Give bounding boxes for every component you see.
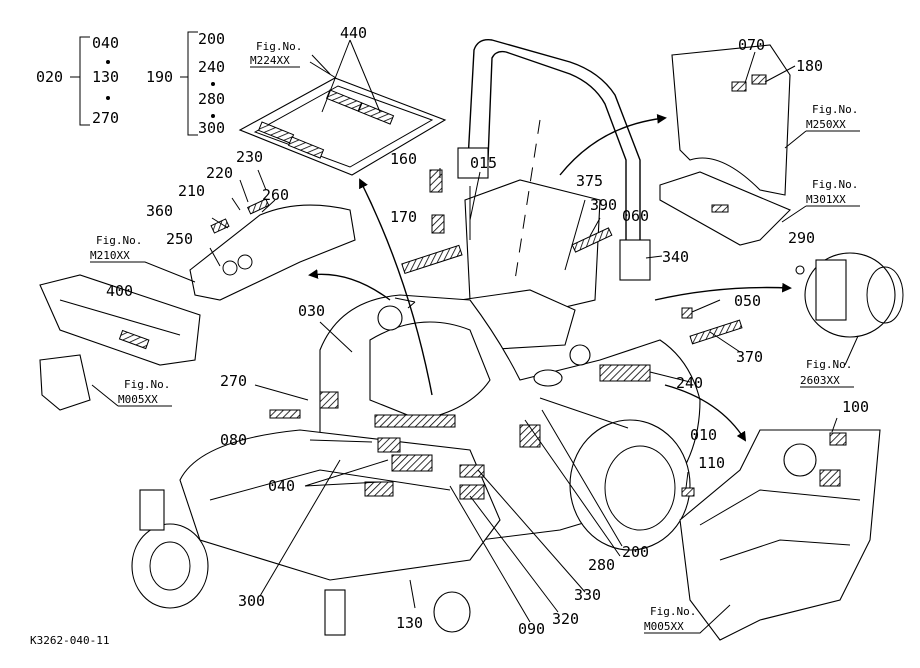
callout-050: 050: [734, 292, 761, 310]
figure-refs: Fig.No. M224XX Fig.No. M250XX Fig.No. M3…: [90, 40, 860, 634]
callout-220: 220: [206, 164, 233, 182]
group-020-item: 130: [92, 68, 119, 86]
callout-440: 440: [340, 24, 367, 42]
callout-080: 080: [220, 431, 247, 449]
fig-ref-m210xx-line1: Fig.No.: [96, 234, 142, 247]
callout-070: 070: [738, 36, 765, 54]
callout-030: 030: [298, 302, 325, 320]
left-frame: [39, 274, 201, 411]
fig-ref-m005xx-line2: M005XX: [118, 393, 158, 406]
fig-ref-2603xx-line2: 2603XX: [800, 374, 840, 387]
callout-250: 250: [166, 230, 193, 248]
fig-ref-m301xx-line1: Fig.No.: [812, 178, 858, 191]
floor-plate: [238, 77, 447, 176]
callout-280: 280: [588, 556, 615, 574]
callout-375: 375: [576, 172, 603, 190]
group-190-item: 200: [198, 30, 225, 48]
callouts: 440 070 180 160 015 375 390 220 230 210 …: [106, 24, 869, 638]
fig-ref-m301xx-line2: M301XX: [806, 193, 846, 206]
callout-160: 160: [390, 150, 417, 168]
fig-ref-m005xx-2-line2: M005XX: [644, 620, 684, 633]
decal-370: [689, 319, 743, 345]
callout-260: 260: [262, 186, 289, 204]
callout-370: 370: [736, 348, 763, 366]
fig-ref-m005xx-2-line1: Fig.No.: [650, 605, 696, 618]
fig-ref-m250xx-line2: M250XX: [806, 118, 846, 131]
group-020: 020 040 130 270: [36, 34, 119, 127]
group-190-label: 190: [146, 68, 173, 86]
group-190-item: 240: [198, 58, 225, 76]
fig-ref-m005xx-line1: Fig.No.: [124, 378, 170, 391]
callout-010: 010: [690, 426, 717, 444]
rops-frame: [457, 39, 651, 281]
right-panel: [659, 44, 791, 246]
rear-frame: [679, 429, 881, 641]
callout-040: 040: [268, 477, 295, 495]
callout-290: 290: [788, 229, 815, 247]
callout-360: 360: [146, 202, 173, 220]
decal-170: [431, 214, 445, 234]
callout-210: 210: [178, 182, 205, 200]
fig-ref-m224xx-line1: Fig.No.: [256, 40, 302, 53]
callout-200: 200: [622, 543, 649, 561]
decal-160: [429, 169, 443, 193]
decal-390: [571, 227, 613, 253]
group-190: 190 200 240 280 300: [146, 30, 225, 137]
fig-ref-m210xx-line2: M210XX: [90, 249, 130, 262]
fig-ref-m224xx-line2: M224XX: [250, 54, 290, 67]
callout-170: 170: [390, 208, 417, 226]
tractor-body: [131, 244, 701, 636]
callout-340: 340: [662, 248, 689, 266]
callout-110: 110: [698, 454, 725, 472]
callout-130: 130: [396, 614, 423, 632]
callout-270: 270: [220, 372, 247, 390]
group-020-label: 020: [36, 68, 63, 86]
callout-390: 390: [590, 196, 617, 214]
callout-230: 230: [236, 148, 263, 166]
air-cleaner: [795, 252, 904, 338]
callout-090: 090: [518, 620, 545, 638]
callout-320: 320: [552, 610, 579, 628]
callout-300: 300: [238, 592, 265, 610]
callout-100: 100: [842, 398, 869, 416]
control-panel: [189, 198, 356, 301]
group-020-item: 270: [92, 109, 119, 127]
leader-lines: [209, 39, 838, 623]
callout-015: 015: [470, 154, 497, 172]
callout-180: 180: [796, 57, 823, 75]
fig-ref-m250xx-line1: Fig.No.: [812, 103, 858, 116]
callout-400: 400: [106, 282, 133, 300]
decal-050: [681, 307, 693, 319]
fig-ref-2603xx-line1: Fig.No.: [806, 358, 852, 371]
callout-060: 060: [622, 207, 649, 225]
group-020-item: 040: [92, 34, 119, 52]
callout-240: 240: [676, 374, 703, 392]
group-190-item: 300: [198, 119, 225, 137]
callout-330: 330: [574, 586, 601, 604]
diagram-code: K3262-040-11: [30, 634, 109, 647]
group-190-item: 280: [198, 90, 225, 108]
